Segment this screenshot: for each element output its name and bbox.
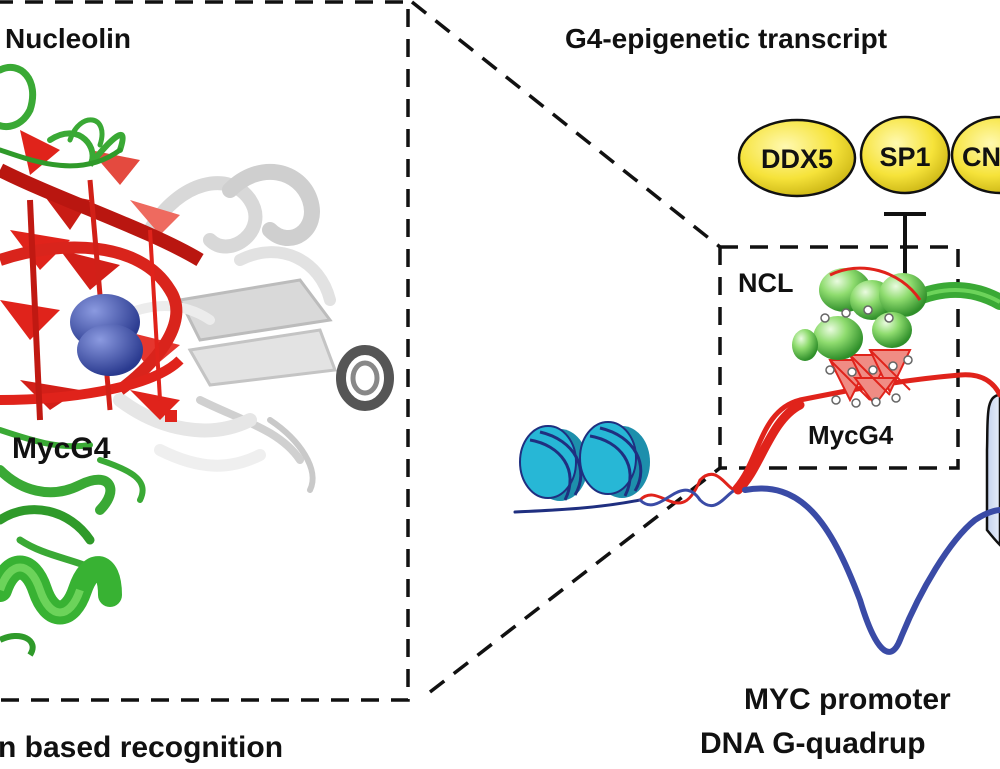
factor-oval-cn: CN [950, 115, 1000, 195]
factor-label-ddx5: DDX5 [761, 144, 833, 174]
nucleolin-green-helix [0, 555, 122, 657]
left-dashed-box [0, 0, 410, 702]
ncl-dashed-box [718, 245, 960, 470]
factor-oval-sp1: SP1 [859, 115, 951, 195]
ncl-domains [792, 266, 927, 361]
protein-white-ribbons [95, 164, 338, 493]
zoom-connectors [410, 0, 722, 694]
dna-strands [513, 372, 1000, 655]
right-mycg4-label: MycG4 [808, 420, 894, 450]
factor-oval-ddx5: DDX5 [737, 118, 857, 198]
nucleolin-label: Nucleolin [5, 23, 131, 54]
right-caption-line1: MYC promoter [744, 683, 951, 716]
protein-grey-helix [336, 345, 394, 411]
factor-label-cn: CN [962, 142, 1000, 172]
right-panel: G4-epigenetic transcript DDX5 SP1 CN [513, 23, 1000, 760]
left-mycg4-label: MycG4 [12, 432, 111, 465]
g4-nodes [820, 305, 913, 408]
g4-quartets [828, 349, 912, 407]
nucleosomes [519, 421, 650, 501]
nucleosome-2 [579, 421, 650, 498]
complex-cylinder [985, 393, 1000, 547]
left-panel: Nucleolin MycG4 n based recognition [0, 0, 410, 764]
right-caption-line2: DNA G-quadrup [700, 727, 926, 760]
factor-label-sp1: SP1 [879, 142, 930, 172]
transcription-factors: DDX5 SP1 CN [737, 115, 1000, 198]
nucleosome-1 [519, 425, 588, 501]
potassium-ions [70, 294, 143, 376]
mycg4-red-structure [0, 130, 204, 422]
left-caption: n based recognition [0, 731, 283, 764]
right-title: G4-epigenetic transcript [565, 23, 887, 54]
ncl-label: NCL [738, 268, 794, 298]
